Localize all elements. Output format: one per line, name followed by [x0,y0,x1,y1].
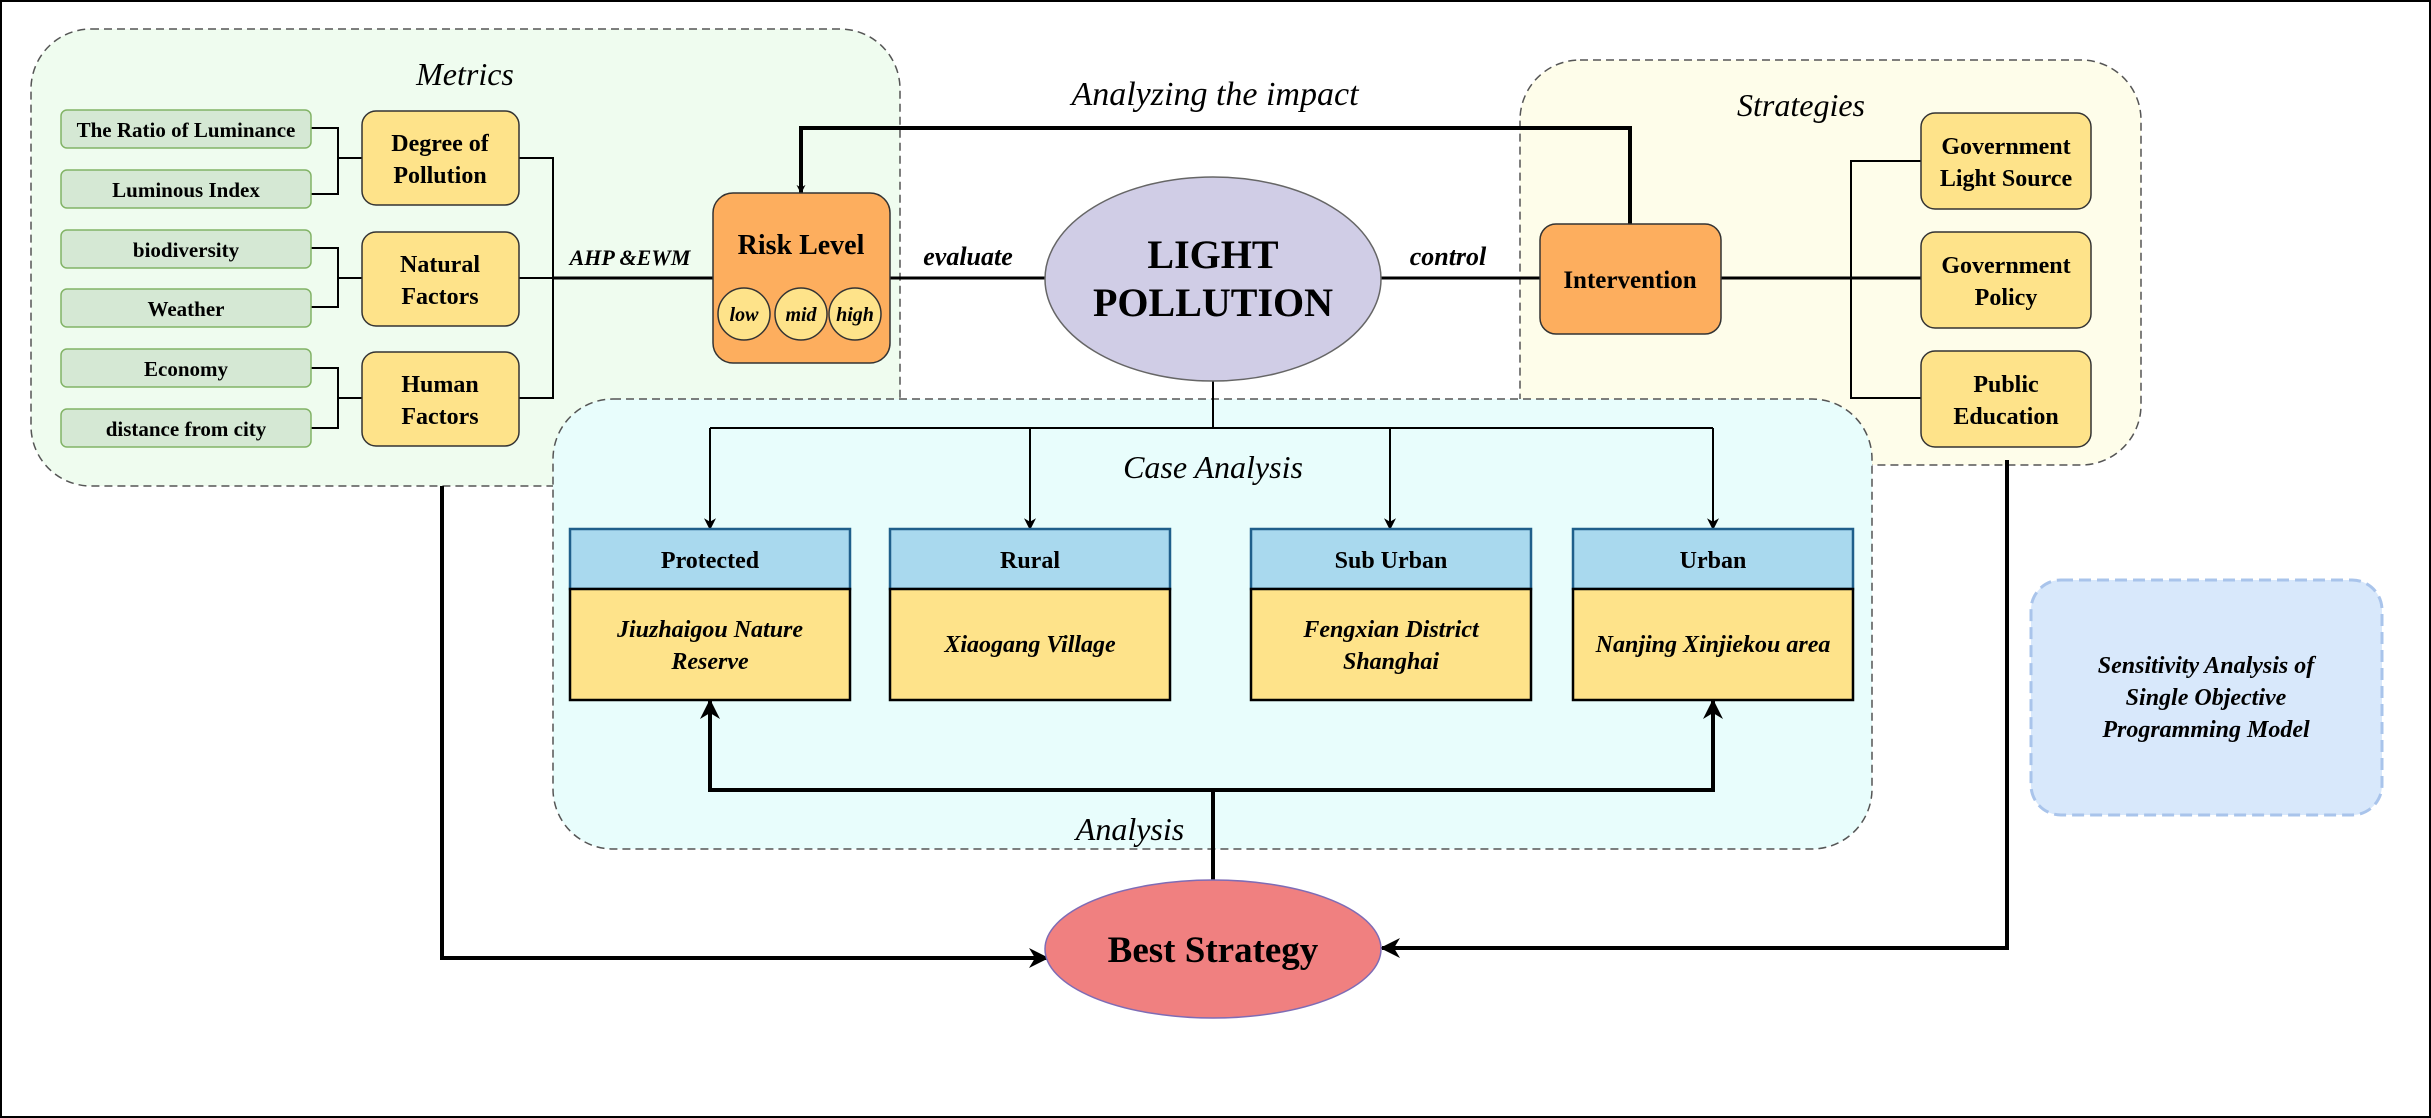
control-label: control [1410,242,1487,271]
strategy-box [1920,231,2092,329]
case-header-label: Urban [1680,548,1747,574]
case-header-label: Rural [1000,548,1060,574]
strategy-label: Education [1953,404,2058,430]
light-pollution-line2: POLLUTION [1093,280,1333,325]
intervention-node: Intervention [1539,223,1722,335]
case-header-box [568,527,852,591]
factor-box [361,351,520,447]
intervention-box [1539,223,1722,335]
strategy-list: Government Light Source Government Polic… [1920,112,2092,448]
indicator-box [60,408,312,448]
method-label: AHP &EWM [568,245,692,270]
indicator-label: The Ratio of Luminance [77,118,296,142]
indicator-box [60,288,312,328]
case-list: Protected Jiuzhaigou Nature Reserve Rura… [568,527,1855,702]
strategy-label: Government [1941,253,2070,279]
factor-box [361,231,520,327]
case-body-box [568,587,852,702]
light-pollution-node: LIGHT POLLUTION [1044,176,1382,382]
case-body-label: Fengxian District [1302,617,1480,643]
metrics-title: Metrics [415,56,514,92]
sensitivity-analysis-box [2029,578,2384,817]
indicator-label: Economy [144,357,229,381]
case-body-box [888,587,1172,702]
analysis-label: Analysis [1074,811,1184,847]
strategy-label: Public [1973,372,2039,398]
best-strategy-node: Best Strategy [1044,879,1382,1019]
strategy-box [1920,350,2092,448]
best-strategy-label: Best Strategy [1108,930,1319,971]
strategy-label: Policy [1975,285,2038,311]
strategy-box [1920,112,2092,210]
risk-high-label: high [836,304,874,326]
factor-label: Degree of [391,131,490,157]
case-body-box [1571,587,1855,702]
indicator-box [60,229,312,269]
indicator-box [60,169,312,209]
case-body-label: Nanjing Xinjiekou area [1595,632,1831,658]
risk-mid-label: mid [785,304,817,326]
sensitivity-analysis-line: Single Objective [2126,685,2287,711]
case-body-label: Reserve [670,649,749,675]
factor-list: Degree of Pollution Natural Factors Huma… [361,110,520,447]
analyzing-impact-label: Analyzing the impact [1069,76,1360,113]
factor-box [361,110,520,206]
factor-label: Factors [401,284,478,310]
connectors [311,126,2009,968]
indicator-label: distance from city [106,417,267,441]
risk-low-circle [717,287,771,341]
best-strategy-ellipse [1044,879,1382,1019]
strategy-label: Light Source [1940,166,2073,192]
risk-mid-circle [774,287,828,341]
risk-low-label: low [730,304,760,326]
risk-level-node: Risk Level low mid high [712,192,891,364]
case-header-label: Sub Urban [1335,548,1448,574]
case-body-label: Shanghai [1343,649,1439,675]
sensitivity-analysis-line: Programming Model [2101,717,2310,743]
risk-high-circle [828,287,882,341]
case-analysis-title: Case Analysis [1123,449,1303,485]
light-pollution-ellipse [1044,176,1382,382]
factor-label: Natural [400,252,480,278]
indicator-label: Weather [148,297,225,321]
strategies-title: Strategies [1737,87,1865,123]
indicator-list: The Ratio of Luminance Luminous Index bi… [60,109,312,448]
intervention-label: Intervention [1563,267,1696,294]
factor-label: Pollution [393,163,486,189]
factor-label: Factors [401,404,478,430]
case-body-label: Jiuzhaigou Nature [616,617,803,643]
evaluate-label: evaluate [923,242,1013,271]
indicator-box [60,109,312,149]
light-pollution-line1: LIGHT [1147,232,1278,277]
case-body-box [1249,587,1533,702]
case-header-label: Protected [661,548,760,574]
sensitivity-analysis-line: Sensitivity Analysis of [2098,653,2316,679]
strategy-label: Government [1941,134,2070,160]
factor-label: Human [401,372,478,398]
risk-level-title: Risk Level [738,230,865,261]
indicator-label: biodiversity [133,238,240,262]
sensitivity-analysis-node: Sensitivity Analysis of Single Objective… [2029,578,2384,817]
case-header-box [1249,527,1533,591]
indicator-box [60,348,312,388]
indicator-label: Luminous Index [112,178,260,202]
case-body-label: Xiaogang Village [943,632,1116,658]
